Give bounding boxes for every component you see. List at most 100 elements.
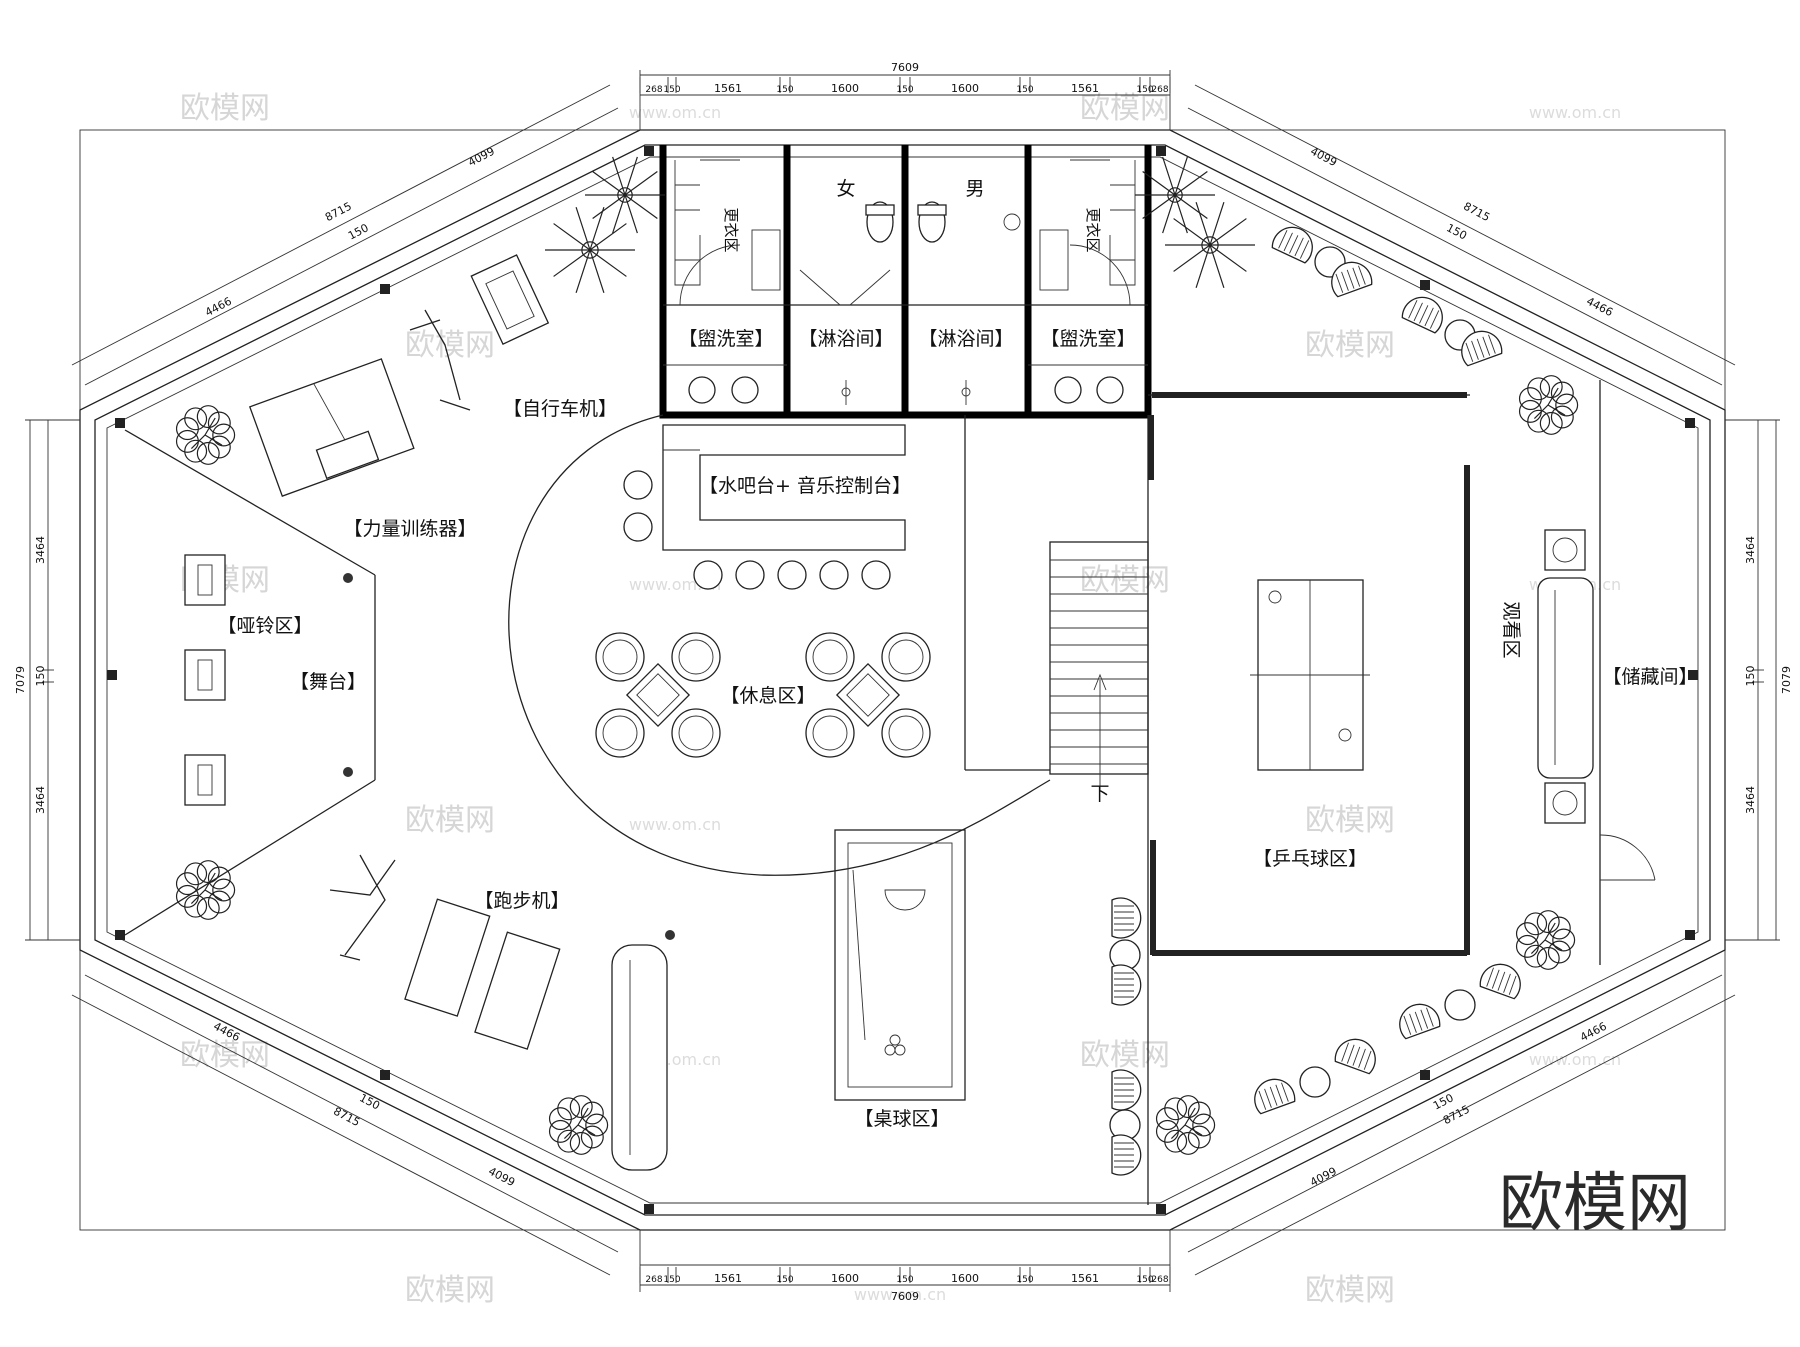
lounge-chair-seat: [678, 639, 714, 675]
striped-chair: [1111, 1134, 1142, 1176]
billiards-label: 【桌球区】: [854, 1108, 949, 1130]
tree-leaf-cluster: [196, 441, 220, 465]
palm-frond: [553, 249, 591, 277]
striped-chair: [1111, 964, 1142, 1006]
bike-label: 【自行车机】: [503, 398, 617, 420]
segment-dim-label: 1600: [831, 1272, 859, 1285]
left-gap-dim: 150: [34, 666, 47, 687]
palm-frond: [1209, 244, 1225, 288]
bottom-total-dim: 7609: [891, 1290, 919, 1303]
watermark-brand: 欧模网: [405, 328, 495, 363]
shower-label-right: 【淋浴间】: [918, 328, 1013, 350]
segment-dim-label: 150: [896, 1275, 913, 1285]
side-table: [1444, 989, 1476, 1021]
strength-label: 【力量训练器】: [343, 518, 476, 540]
tree-leaf-cluster: [1155, 1107, 1179, 1131]
palm-trunk: [1201, 236, 1219, 254]
striped-chair: [1111, 1069, 1142, 1111]
watermark-brand: 欧模网: [405, 1273, 495, 1308]
chair-stripe: [1346, 1044, 1355, 1064]
tree-branches: [563, 1107, 596, 1140]
tree-leaf-cluster: [1547, 916, 1571, 940]
room-lines: [124, 380, 1656, 1205]
chair-stripe: [1289, 235, 1299, 254]
tree-leaf-cluster: [585, 1113, 609, 1137]
tree-leaf-cluster: [212, 423, 236, 447]
lounge-table-inner: [636, 673, 680, 717]
right-gap-dim: 150: [1744, 666, 1757, 687]
segment-dim-label: 150: [663, 85, 680, 95]
changing-label-left: 更衣区: [722, 207, 740, 252]
striped-chair: [1331, 261, 1373, 298]
inner-wall: [94, 144, 1711, 1216]
tree-leaf-cluster: [1515, 922, 1539, 946]
palm-planter: [545, 207, 635, 293]
chair-stripe: [1299, 240, 1310, 259]
chair-stripe: [1414, 1011, 1423, 1031]
striped-chair: [1401, 296, 1443, 334]
chair-stripe: [1482, 336, 1491, 356]
chair-stripe: [1471, 340, 1479, 360]
bar-stool: [693, 560, 723, 590]
gym-equipment: [184, 254, 561, 1050]
segment-dim-label: 150: [896, 85, 913, 95]
palm-frond: [1174, 194, 1208, 219]
bl-total-dim: 8715: [331, 1105, 362, 1129]
tl-a-dim: 4099: [466, 145, 497, 169]
tree-leaf-cluster: [1176, 1131, 1200, 1155]
tree-leaf-cluster: [207, 890, 231, 914]
washroom-label-right: 【盥洗室】: [1040, 328, 1135, 350]
chair-stripe: [1363, 1050, 1372, 1070]
segment-dim-label: 150: [1016, 1275, 1033, 1285]
palm-frond: [624, 171, 658, 196]
palm-frond: [1173, 218, 1211, 246]
segment-dim-label: 1600: [831, 82, 859, 95]
br-a-dim: 4099: [1308, 1165, 1339, 1189]
lounge-chair-seat: [888, 639, 924, 675]
palm-frond: [575, 207, 591, 251]
palm-frond: [1173, 244, 1211, 272]
tree-leaf-cluster: [557, 1097, 581, 1121]
chair-stripe: [1403, 1015, 1412, 1035]
watermark-url: www.om.cn: [1529, 103, 1621, 122]
chair-stripe: [1486, 967, 1494, 987]
palm-frond: [612, 156, 626, 196]
chair-stripe: [1341, 1042, 1349, 1062]
segment-dim-label: 1600: [951, 82, 979, 95]
palm-planter: [585, 156, 665, 234]
palm-frond: [624, 194, 638, 234]
lounge-label: 【休息区】: [720, 685, 815, 707]
planters: [175, 156, 1579, 1155]
tree-leaf-cluster: [548, 1107, 572, 1131]
chair-stripe: [1408, 300, 1418, 319]
chair-stripe: [1491, 969, 1500, 989]
palm-frond: [624, 194, 658, 219]
segment-dim-label: 1561: [1071, 1272, 1099, 1285]
tree-leaf-cluster: [1550, 381, 1574, 405]
lounge-table-inner: [846, 673, 890, 717]
segment-dim-label: 268: [1151, 1275, 1168, 1285]
inner-wall-line: [106, 156, 1699, 1204]
watermark-url: www.om.cn: [1529, 1050, 1621, 1069]
tree-leaf-cluster: [184, 862, 208, 886]
palm-frond: [1162, 156, 1176, 196]
bar-label: 【水吧台+ 音乐控制台】: [699, 475, 911, 497]
lounge-chair-seat: [602, 715, 638, 751]
storage-label: 【储藏间】: [1602, 666, 1697, 688]
lounge-table: [625, 662, 691, 728]
segment-dim-label: 1561: [1071, 82, 1099, 95]
bar-stool: [861, 560, 891, 590]
left-lower-dim: 3464: [34, 786, 47, 814]
watermark-brand: 欧模网: [1080, 91, 1170, 126]
lounge-chair-seat: [812, 639, 848, 675]
palm-frond: [1195, 244, 1211, 288]
dumbbell-label: 【哑铃区】: [217, 615, 312, 637]
striped-chair: [1479, 963, 1521, 1000]
stair-down-label: 下: [1090, 783, 1109, 805]
chair-stripe: [1424, 307, 1434, 327]
chair-stripe: [1420, 1009, 1429, 1029]
tree-leaf-cluster: [1164, 1129, 1188, 1153]
striped-chair: [1334, 1038, 1376, 1075]
tree-leaf-cluster: [1524, 944, 1548, 968]
